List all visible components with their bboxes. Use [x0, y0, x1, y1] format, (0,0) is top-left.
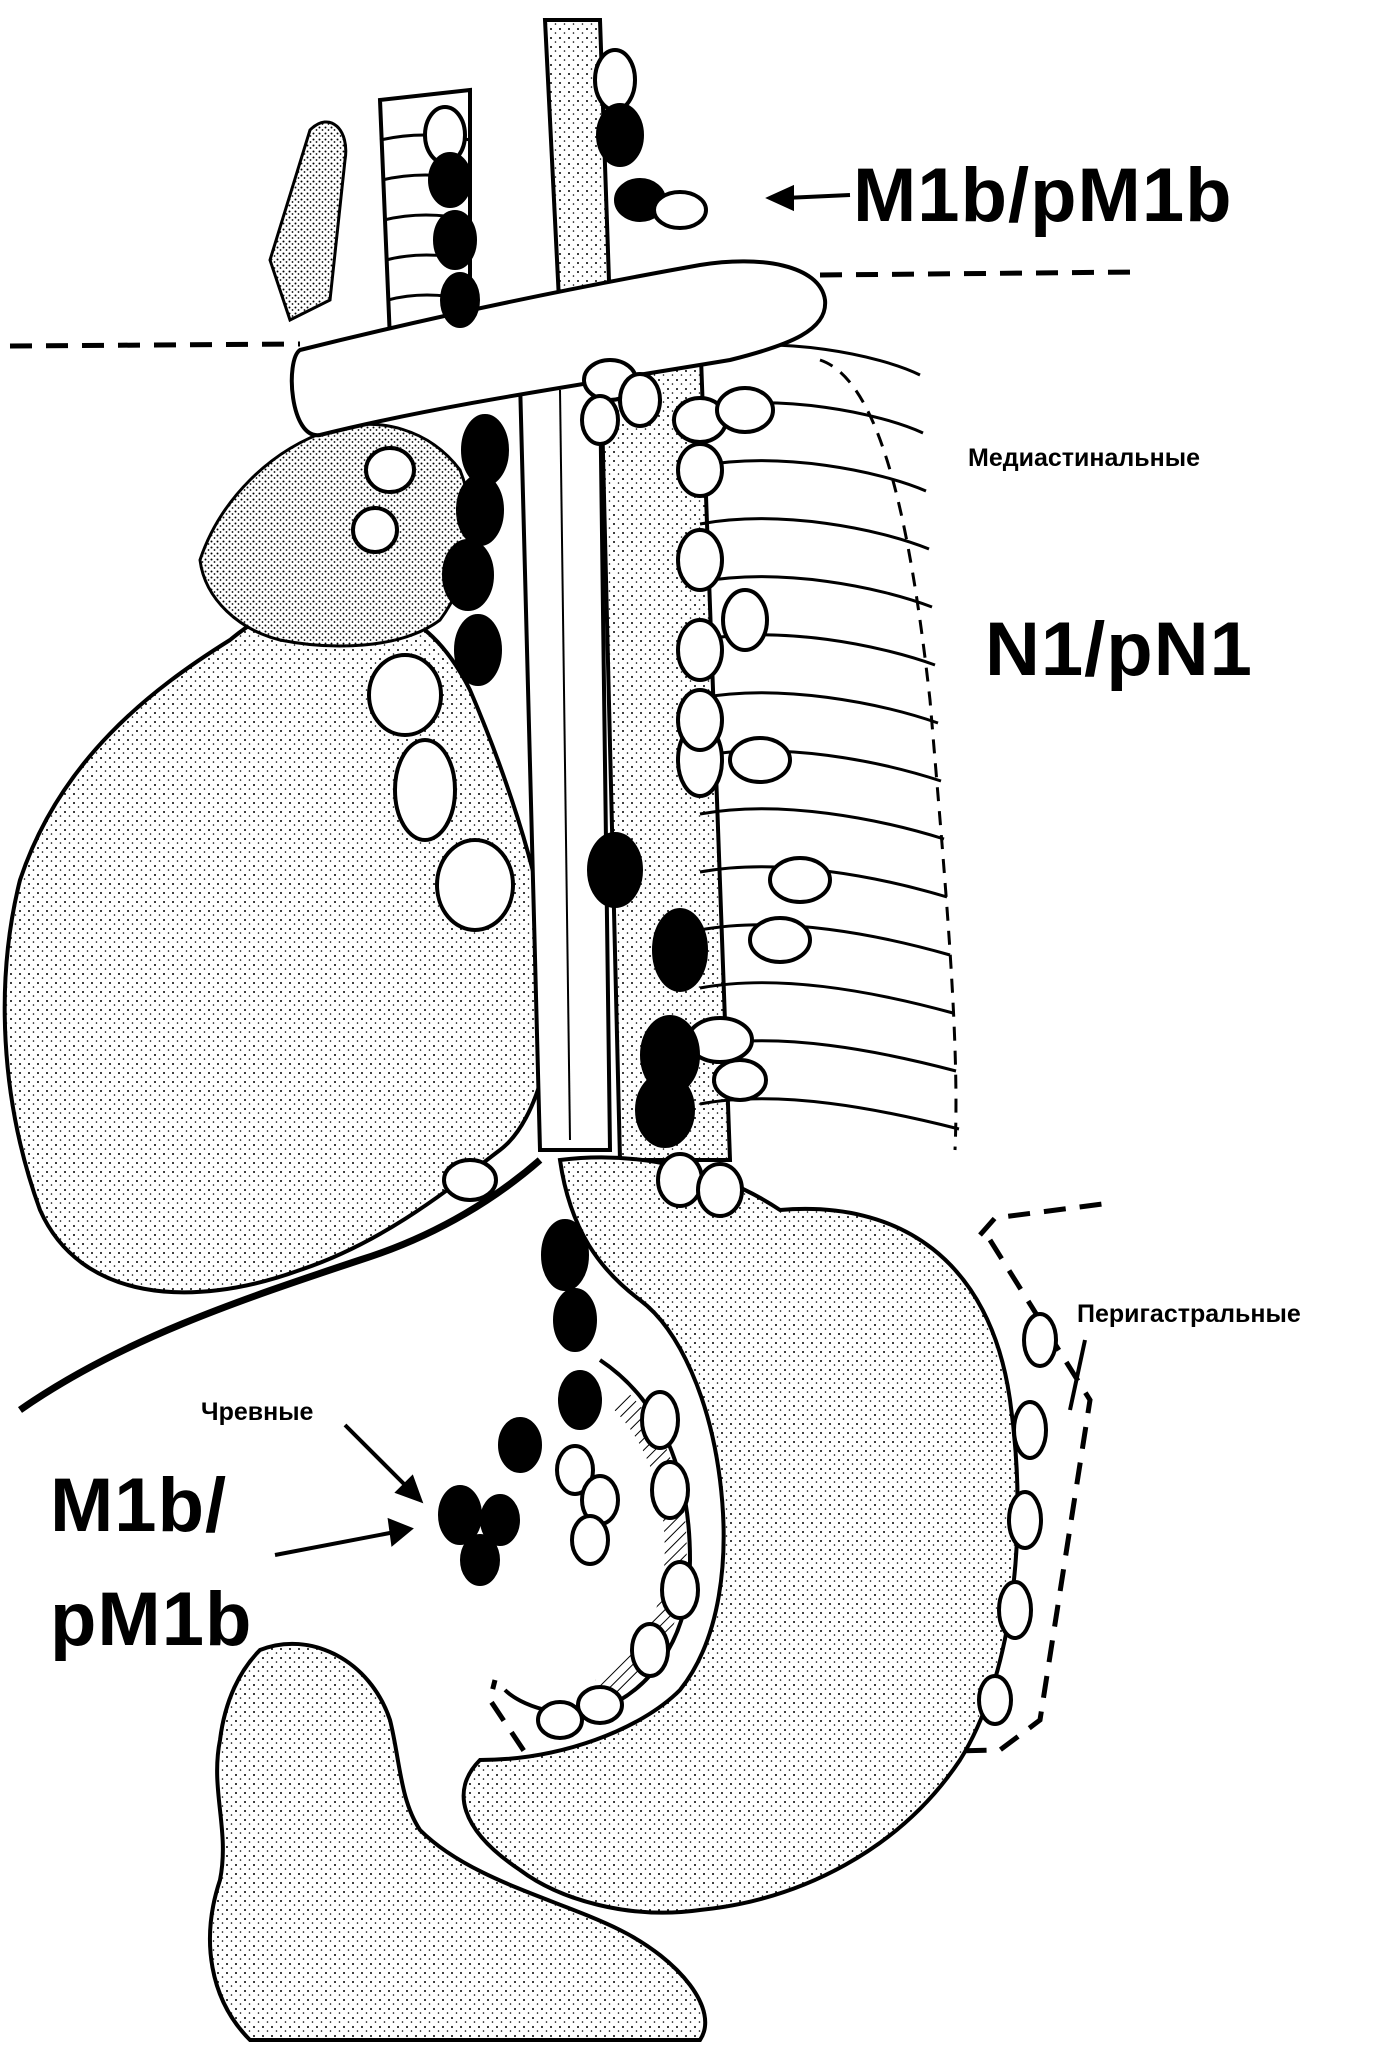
- lymph-node: [715, 386, 775, 434]
- lymph-node: [656, 1152, 704, 1208]
- lymph-node: [580, 394, 620, 446]
- lymph-node: [364, 446, 416, 494]
- rib-line: [699, 691, 939, 725]
- rib-line: [699, 807, 945, 841]
- lymph-nodes: [351, 48, 1058, 1740]
- rib-line: [699, 517, 930, 551]
- arrows: [274, 184, 1087, 1557]
- perigastric-label: Перигастральные: [1077, 1300, 1301, 1328]
- lymph-node: [660, 1560, 700, 1620]
- involved-lymph-node: [428, 152, 472, 208]
- rib-line: [699, 1097, 960, 1131]
- ribcage-outline: [819, 358, 958, 1151]
- involved-lymph-node: [461, 414, 509, 486]
- left-neck-muscle: [268, 120, 348, 323]
- lymph-node: [997, 1580, 1033, 1640]
- lymph-node: [555, 1444, 595, 1496]
- rib-line: [699, 459, 927, 493]
- lymph-node: [442, 1158, 498, 1202]
- involved-lymph-node: [635, 1072, 695, 1148]
- involved-lymph-node: [587, 832, 643, 908]
- involved-lymph-node: [652, 908, 708, 992]
- lymph-node: [640, 1390, 680, 1450]
- lymph-node: [393, 738, 457, 842]
- involved-lymph-node: [438, 1485, 482, 1545]
- boundary-lines: [9, 269, 1141, 1763]
- involved-lymph-node: [541, 1219, 589, 1291]
- rib-line: [699, 981, 954, 1015]
- rib-line: [699, 923, 951, 957]
- celiac-label: Чревные: [201, 1398, 314, 1426]
- involved-lymph-node: [558, 1370, 602, 1430]
- rib-lines: [699, 343, 960, 1131]
- rib-line: [699, 575, 933, 609]
- involved-lymph-node: [460, 1534, 500, 1586]
- involved-lymph-node: [498, 1417, 542, 1473]
- lymph-node: [696, 1162, 744, 1218]
- duodenum: [208, 1641, 708, 2042]
- lymph-node: [351, 506, 399, 554]
- involved-lymph-node: [596, 103, 644, 167]
- lymph-node: [367, 653, 443, 737]
- lymph-node: [977, 1674, 1013, 1726]
- lymph-node: [728, 736, 792, 784]
- lymph-node: [618, 372, 662, 428]
- involved-lymph-node: [433, 210, 477, 270]
- clavicle: [289, 259, 828, 438]
- lymph-node: [1007, 1490, 1043, 1550]
- lymph-node: [593, 48, 637, 112]
- involved-lymph-node: [480, 1494, 520, 1546]
- lymph-node: [650, 1460, 690, 1520]
- lymph-node: [435, 838, 515, 932]
- lymph-node: [676, 618, 724, 682]
- involved-lymph-node: [442, 539, 494, 611]
- lymph-node: [676, 442, 724, 498]
- lymph-node: [570, 1514, 610, 1566]
- top-stage-label: M1b/pM1b: [853, 153, 1233, 238]
- involved-lymph-node: [456, 474, 504, 546]
- lymph-node: [676, 688, 724, 752]
- bottom-stage-label-line2: pM1b: [50, 1577, 253, 1662]
- involved-lymph-node: [553, 1288, 597, 1352]
- involved-lymph-node: [440, 272, 480, 328]
- n-stage-label: N1/pN1: [985, 607, 1253, 692]
- lymph-node: [652, 190, 708, 230]
- stomach: [461, 1155, 1020, 1915]
- lymph-node: [748, 916, 812, 964]
- diaphragm: [17, 1157, 543, 1413]
- lung-hilum: [198, 422, 472, 648]
- lymph-node: [536, 1700, 584, 1740]
- bottom-stage-label-line1: M1b/: [50, 1463, 228, 1548]
- lymph-node: [712, 1058, 768, 1102]
- lymph-node: [768, 856, 832, 904]
- lymph-node: [721, 588, 769, 652]
- lymph-node: [630, 1622, 670, 1678]
- lymph-node: [1022, 1312, 1058, 1368]
- lymph-node: [676, 528, 724, 592]
- mediastinal-label: Медиастинальные: [968, 444, 1200, 472]
- involved-lymph-node: [454, 614, 502, 686]
- lymph-node: [1012, 1400, 1048, 1460]
- lymph-node: [576, 1685, 624, 1725]
